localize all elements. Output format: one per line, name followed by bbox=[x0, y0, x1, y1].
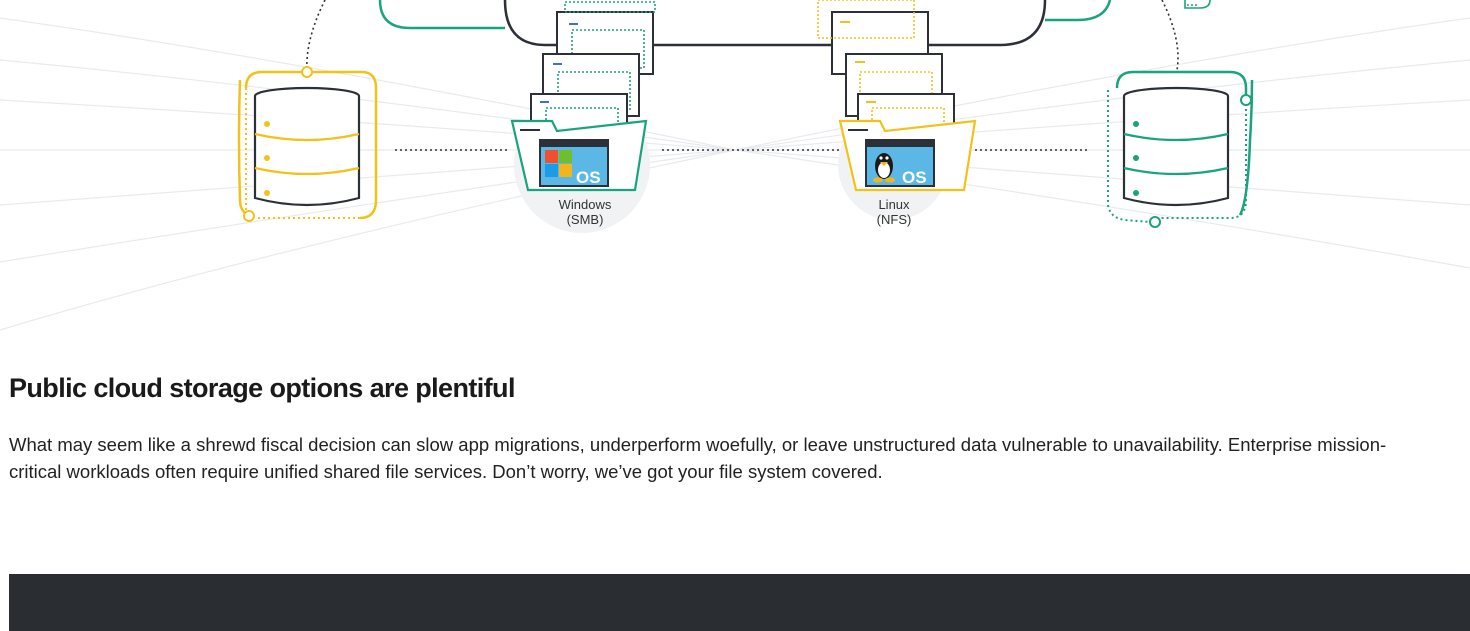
dark-footer-band bbox=[9, 574, 1470, 631]
linux-nfs-label: Linux (NFS) bbox=[834, 197, 954, 227]
windows-logo-icon bbox=[545, 150, 572, 177]
cloud-right-icon bbox=[1045, 0, 1112, 22]
windows-folder-group: OS bbox=[510, 1, 656, 233]
linux-label-line2: (NFS) bbox=[876, 212, 912, 227]
hero-illustration: OS bbox=[0, 0, 1470, 331]
linux-label-line1: Linux bbox=[878, 197, 910, 212]
section-body: What may seem like a shrewd fiscal decis… bbox=[9, 434, 1387, 482]
linux-os-badge: OS bbox=[902, 168, 927, 187]
database-right-icon bbox=[1107, 70, 1254, 228]
section-title: Public cloud storage options are plentif… bbox=[9, 373, 515, 403]
cloud-left-icon bbox=[378, 0, 505, 30]
windows-label-line1: Windows bbox=[558, 197, 612, 212]
linux-folder-group: OS bbox=[817, 0, 977, 220]
windows-label-line2: (SMB) bbox=[566, 212, 604, 227]
windows-smb-label: Windows (SMB) bbox=[525, 197, 645, 227]
cloud-right-box bbox=[1184, 0, 1211, 9]
windows-os-badge: OS bbox=[576, 168, 601, 187]
file-services-diagram: OS bbox=[0, 0, 1470, 331]
tux-icon bbox=[873, 153, 895, 183]
database-left-icon bbox=[237, 66, 378, 222]
background-lines bbox=[0, 17, 1470, 331]
